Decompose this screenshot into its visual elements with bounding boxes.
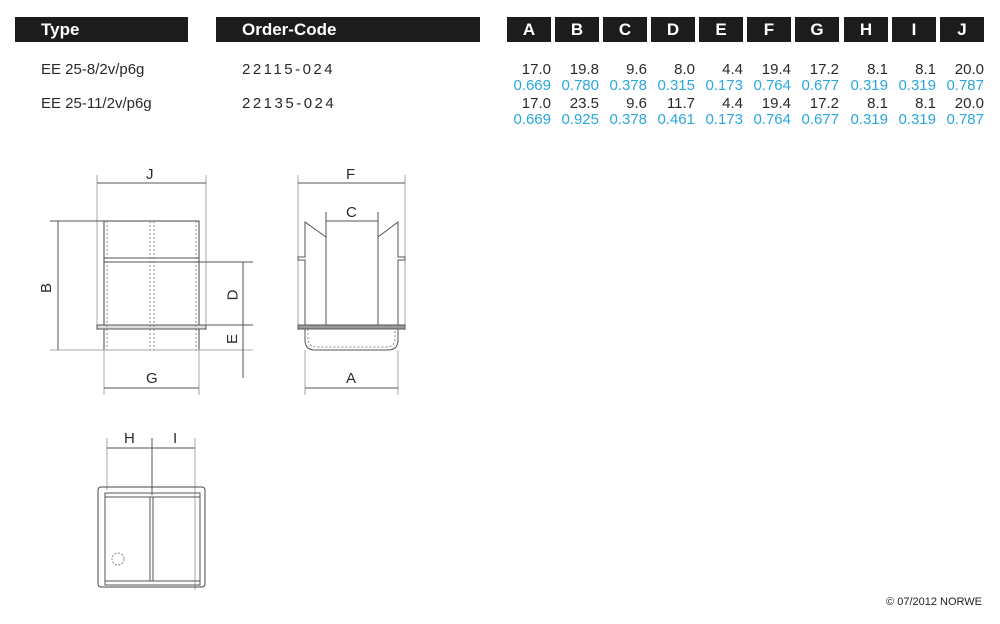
value-inch-g: 0.677 xyxy=(801,111,839,128)
value-inch-b: 0.925 xyxy=(561,111,599,128)
value-inch-f: 0.764 xyxy=(753,111,791,128)
header-dim-h: H xyxy=(844,17,888,42)
pin-marker-icon xyxy=(111,552,125,566)
value-mm-g: 17.2 xyxy=(809,95,839,112)
row-order-code: 22135-024 xyxy=(242,95,337,112)
value-mm-a: 17.0 xyxy=(521,95,551,112)
label-j: J xyxy=(146,166,154,183)
header-dim-e: E xyxy=(699,17,743,42)
header-dim-j: J xyxy=(940,17,984,42)
header-order-code: Order-Code xyxy=(216,17,480,42)
label-e: E xyxy=(224,333,242,345)
value-inch-b: 0.780 xyxy=(561,77,599,94)
value-inch-d: 0.315 xyxy=(657,77,695,94)
label-d: D xyxy=(224,289,242,301)
value-mm-i: 8.1 xyxy=(915,61,936,78)
label-i: I xyxy=(173,430,178,447)
value-mm-h: 8.1 xyxy=(867,61,888,78)
copyright: © 07/2012 NORWE xyxy=(886,596,982,608)
row-type: EE 25-11/2v/p6g xyxy=(41,95,152,112)
header-dim-g: G xyxy=(795,17,839,42)
value-inch-i: 0.319 xyxy=(898,77,936,94)
header-dim-i: I xyxy=(892,17,936,42)
row-order-code: 22115-024 xyxy=(242,61,336,78)
label-h: H xyxy=(124,430,135,447)
value-mm-i: 8.1 xyxy=(915,95,936,112)
value-mm-j: 20.0 xyxy=(954,95,984,112)
label-a: A xyxy=(346,370,357,387)
value-inch-j: 0.787 xyxy=(946,77,984,94)
row-type: EE 25-8/2v/p6g xyxy=(41,61,145,78)
value-mm-c: 9.6 xyxy=(626,61,647,78)
side-view-drawing xyxy=(50,175,253,395)
value-mm-b: 23.5 xyxy=(569,95,599,112)
header-dim-f: F xyxy=(747,17,791,42)
header-type: Type xyxy=(15,17,188,42)
value-inch-c: 0.378 xyxy=(609,111,647,128)
header-dim-c: C xyxy=(603,17,647,42)
value-inch-h: 0.319 xyxy=(850,77,888,94)
top-view-drawing xyxy=(97,438,206,590)
value-inch-c: 0.378 xyxy=(609,77,647,94)
value-inch-e: 0.173 xyxy=(705,77,743,94)
value-inch-e: 0.173 xyxy=(705,111,743,128)
value-inch-d: 0.461 xyxy=(657,111,695,128)
value-mm-a: 17.0 xyxy=(521,61,551,78)
value-mm-b: 19.8 xyxy=(569,61,599,78)
value-inch-h: 0.319 xyxy=(850,111,888,128)
label-f: F xyxy=(346,166,356,183)
value-mm-h: 8.1 xyxy=(867,95,888,112)
label-c: C xyxy=(346,204,357,221)
value-inch-a: 0.669 xyxy=(513,77,551,94)
value-inch-g: 0.677 xyxy=(801,77,839,94)
value-mm-j: 20.0 xyxy=(954,61,984,78)
value-inch-j: 0.787 xyxy=(946,111,984,128)
value-mm-e: 4.4 xyxy=(722,95,743,112)
value-mm-d: 8.0 xyxy=(674,61,695,78)
value-inch-a: 0.669 xyxy=(513,111,551,128)
value-mm-g: 17.2 xyxy=(809,61,839,78)
value-inch-i: 0.319 xyxy=(898,111,936,128)
value-inch-f: 0.764 xyxy=(753,77,791,94)
value-mm-f: 19.4 xyxy=(761,95,791,112)
header-dim-b: B xyxy=(555,17,599,42)
value-mm-d: 11.7 xyxy=(666,95,695,112)
label-g: G xyxy=(146,370,158,387)
header-dim-d: D xyxy=(651,17,695,42)
front-view-drawing xyxy=(297,175,406,395)
value-mm-c: 9.6 xyxy=(626,95,647,112)
value-mm-e: 4.4 xyxy=(722,61,743,78)
label-b: B xyxy=(38,282,56,294)
value-mm-f: 19.4 xyxy=(761,61,791,78)
header-dim-a: A xyxy=(507,17,551,42)
